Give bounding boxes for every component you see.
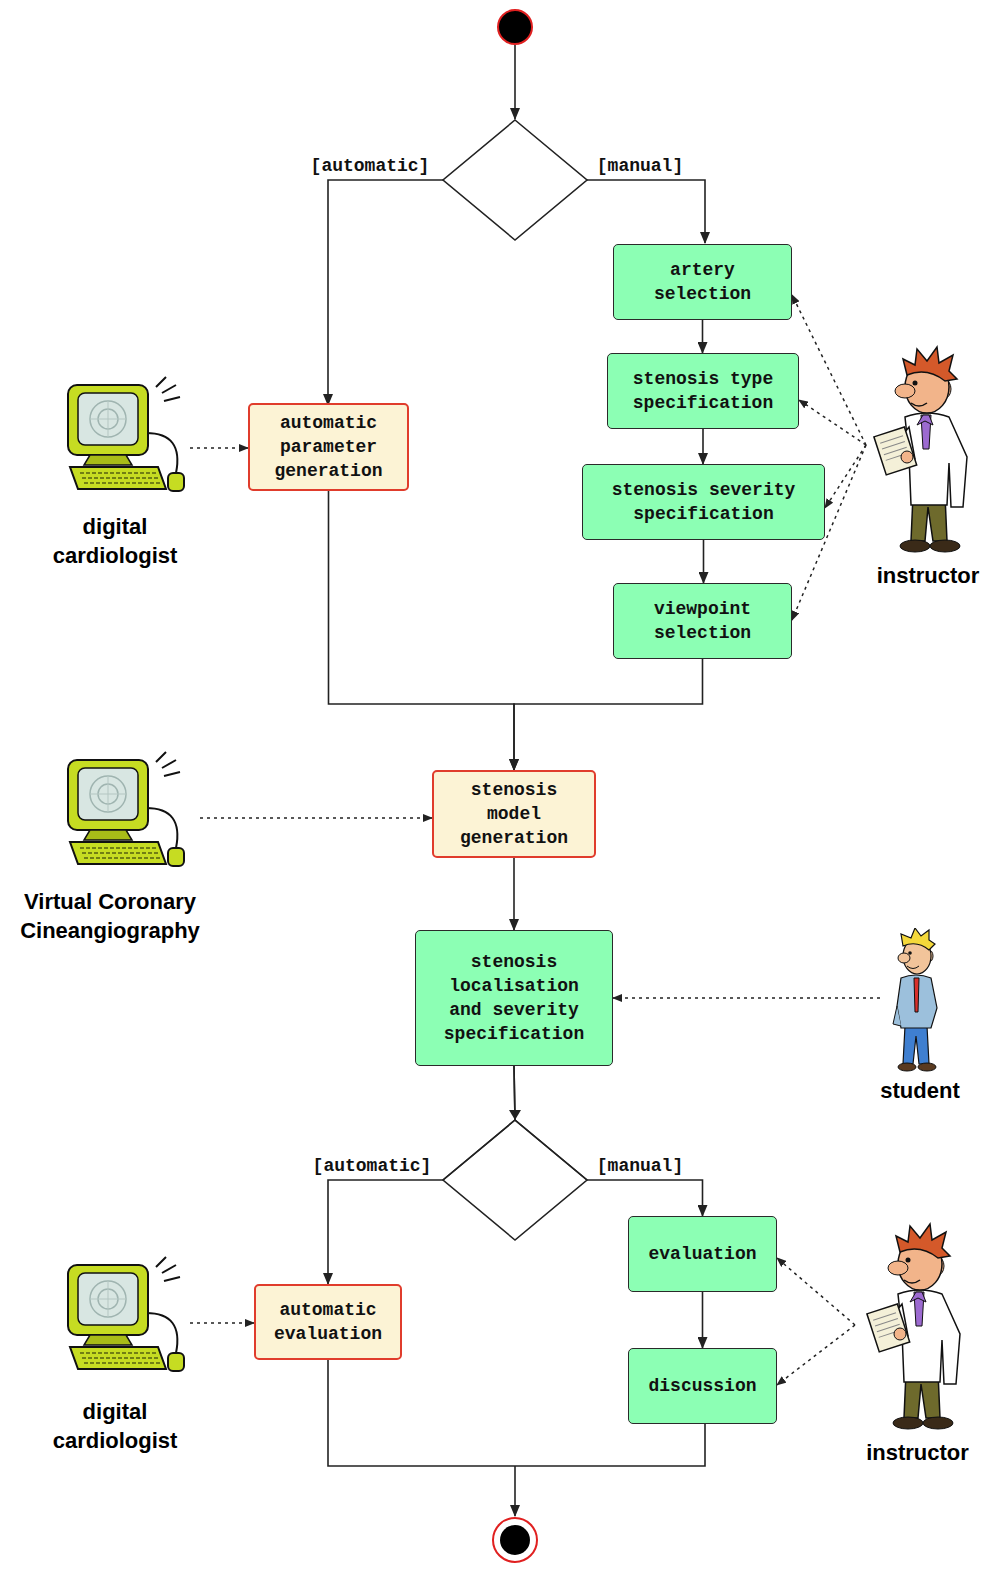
instructor-figure	[874, 347, 967, 552]
actor: digital cardiologist	[40, 375, 190, 570]
actor-label: instructor	[858, 1438, 978, 1467]
activity-label: stenosis model generation	[457, 778, 572, 850]
start-node	[498, 10, 532, 44]
actor: instructor	[866, 345, 990, 590]
control-flow-arrow	[702, 429, 704, 464]
dependency-arrow	[777, 1325, 855, 1385]
control-flow-arrow	[329, 491, 515, 770]
activity-label: stenosis localisation and severity speci…	[442, 950, 587, 1046]
guard-label: [manual]	[595, 1155, 685, 1177]
student-figure	[893, 928, 937, 1071]
activity-box: evaluation	[628, 1216, 777, 1292]
computer-icon	[68, 752, 184, 866]
activity-box: viewpoint selection	[613, 583, 792, 659]
actor: digital cardiologist	[40, 1255, 190, 1455]
system-activity-box: stenosis model generation	[432, 770, 596, 858]
end-node	[493, 1518, 537, 1562]
activity-label: stenosis severity specification	[604, 478, 804, 526]
activity-label: discussion	[648, 1374, 756, 1398]
system-activity-box: automatic parameter generation	[248, 403, 409, 491]
control-flow-arrow	[513, 858, 515, 930]
control-flow-arrow	[702, 1292, 704, 1348]
decision-diamond	[443, 120, 587, 240]
activity-box: stenosis type specification	[607, 353, 799, 429]
dependency-arrow	[200, 817, 432, 819]
control-flow-arrow	[703, 540, 705, 583]
dependency-arrow	[799, 400, 866, 445]
instructor-figure	[867, 1224, 960, 1429]
dependency-arrow	[190, 1322, 254, 1324]
actor-label: instructor	[868, 561, 988, 590]
activity-label: automatic evaluation	[271, 1298, 386, 1346]
control-flow-arrow	[702, 320, 704, 353]
activity-label: artery selection	[643, 258, 763, 306]
system-activity-box: automatic evaluation	[254, 1284, 402, 1360]
activity-box: discussion	[628, 1348, 777, 1424]
activity-box: stenosis severity specification	[582, 464, 825, 540]
actor-label: digital cardiologist	[35, 1397, 195, 1455]
control-flow-arrow	[514, 659, 703, 770]
actor-label: Virtual Coronary Cineangiography	[13, 887, 208, 945]
actor: Virtual Coronary Cineangiography	[20, 750, 200, 945]
activity-label: viewpoint selection	[643, 597, 763, 645]
dependency-arrow	[825, 445, 866, 508]
actor: student	[880, 925, 960, 1105]
computer-icon	[68, 1257, 184, 1371]
computer-icon	[68, 377, 184, 491]
control-flow-arrow	[514, 1066, 703, 1216]
dependency-arrow	[190, 447, 248, 449]
guard-label: [automatic]	[309, 155, 432, 177]
actor: instructor	[855, 1222, 980, 1467]
dependency-arrow	[777, 1258, 855, 1325]
dependency-arrow	[613, 997, 880, 999]
activity-label: evaluation	[648, 1242, 756, 1266]
actor-label: student	[870, 1076, 970, 1105]
guard-label: [manual]	[595, 155, 685, 177]
activity-label: stenosis type specification	[628, 367, 778, 415]
dependency-arrow	[792, 295, 866, 445]
activity-box: stenosis localisation and severity speci…	[415, 930, 613, 1066]
activity-box: artery selection	[613, 244, 792, 320]
guard-label: [automatic]	[311, 1155, 434, 1177]
actor-label: digital cardiologist	[35, 512, 195, 570]
decision-diamond	[443, 1120, 587, 1240]
activity-label: automatic parameter generation	[271, 411, 386, 483]
